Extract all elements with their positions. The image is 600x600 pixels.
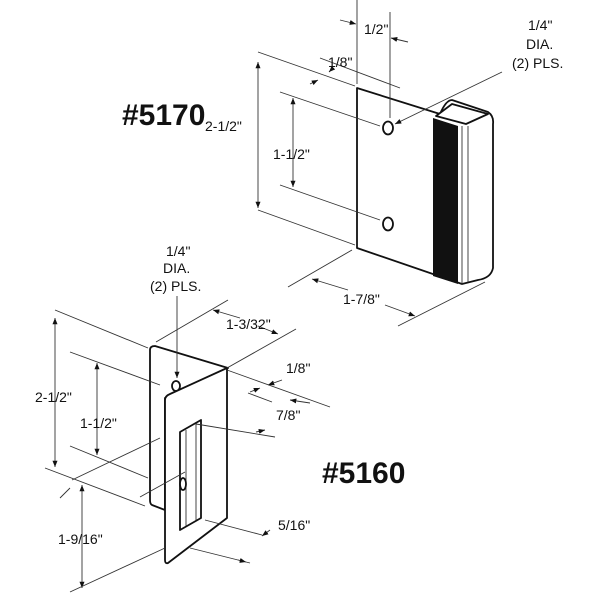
dim-5160-flange: 7/8" bbox=[276, 407, 300, 423]
dim-5160-slot-height: 1-9/16" bbox=[58, 531, 103, 547]
part-5170-plate bbox=[356, 87, 495, 285]
part-5170-grip-band bbox=[433, 118, 458, 284]
dim-5160-hole-note-3: (2) PLS. bbox=[150, 278, 201, 294]
dim-5170-hole-note-1: 1/4" bbox=[528, 17, 552, 33]
part-5160-hole-bottom bbox=[179, 477, 187, 491]
part-5160-drawing bbox=[149, 345, 229, 565]
dim-5170-hole-note-2: DIA. bbox=[526, 36, 553, 52]
dim-5170-height: 2-1/2" bbox=[205, 118, 242, 134]
part-5160-slot bbox=[179, 419, 202, 531]
part-5170-hole-top bbox=[382, 120, 394, 136]
dim-5160-height: 2-1/2" bbox=[35, 389, 72, 405]
dim-5170-thickness: 1/8" bbox=[328, 54, 352, 70]
part-5170-grip-edge bbox=[461, 126, 469, 284]
dim-5160-thickness: 1/8" bbox=[286, 360, 310, 376]
part-5170-drawing bbox=[356, 87, 495, 285]
dim-5170-width: 1-7/8" bbox=[343, 291, 380, 307]
dim-5160-depth: 1-3/32" bbox=[226, 316, 271, 332]
dim-5170-hole-spacing: 1-1/2" bbox=[273, 146, 310, 162]
part-5170-hole-bottom bbox=[382, 216, 394, 232]
part-5170-grip-top bbox=[435, 103, 489, 125]
dim-5160-hole-note-1: 1/4" bbox=[166, 243, 190, 259]
dim-5170-hole-note-3: (2) PLS. bbox=[512, 55, 563, 71]
part-5160-dimension-lines bbox=[44, 296, 331, 593]
dim-5160-slot-offset: 5/16" bbox=[278, 517, 310, 533]
dim-5160-hole-spacing: 1-1/2" bbox=[80, 415, 117, 431]
part-5170-dimension-lines bbox=[255, 0, 503, 327]
model-number-5170: #5170 bbox=[122, 99, 205, 132]
model-number-5160: #5160 bbox=[322, 457, 405, 490]
dim-5170-hole-offset: 1/2" bbox=[364, 21, 388, 37]
dim-5160-hole-note-2: DIA. bbox=[163, 260, 190, 276]
